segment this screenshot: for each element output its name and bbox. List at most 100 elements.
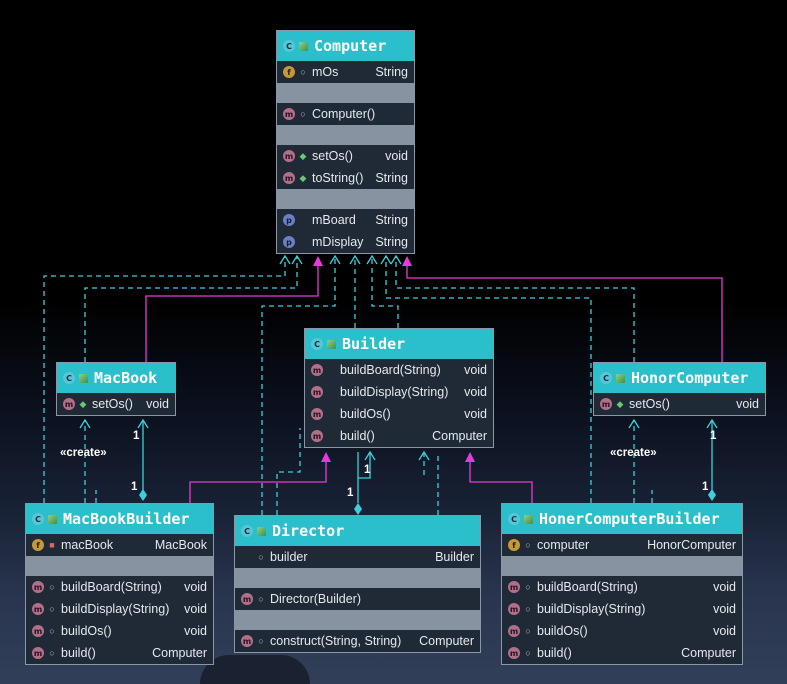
- member-type: void: [385, 149, 408, 163]
- member-row[interactable]: m○Director(Builder): [235, 588, 480, 610]
- member-row[interactable]: m◆toString()String: [277, 167, 414, 189]
- association-edge: [357, 452, 371, 503]
- package-visibility-icon: ○: [525, 648, 531, 658]
- leaf-icon: [257, 526, 266, 536]
- package-visibility-icon: ○: [49, 648, 55, 658]
- member-type: String: [375, 171, 408, 185]
- class-header: C Computer: [277, 31, 414, 61]
- public-icon: ◆: [299, 172, 307, 183]
- open-arrow-icon: [279, 254, 291, 265]
- class-icon: C: [32, 513, 44, 525]
- member-row[interactable]: m○buildDisplay(String)void: [26, 598, 213, 620]
- background-hill: [200, 655, 310, 684]
- member-name: buildDisplay(String): [537, 602, 646, 616]
- multiplicity-builder-top: 1: [364, 464, 371, 476]
- member-row[interactable]: m○buildDisplay(String)void: [502, 598, 742, 620]
- member-type: void: [713, 580, 736, 594]
- methods-section: m◆setOs()void: [594, 393, 765, 415]
- member-type: String: [375, 235, 408, 249]
- member-type: Computer: [432, 429, 487, 443]
- method-icon: m: [63, 398, 75, 410]
- member-name: buildOs(): [537, 624, 588, 638]
- methods-section: m○buildBoard(String)void m ○ buildDisplay(S…: [502, 576, 742, 664]
- member-row[interactable]: m◆setOs()void: [57, 393, 175, 415]
- section-gap: [235, 610, 480, 630]
- method-icon: m: [508, 625, 520, 637]
- dependency-edge: [84, 256, 298, 362]
- member-row[interactable]: m○buildBoard(String)void: [26, 576, 213, 598]
- method-icon: m: [311, 430, 323, 442]
- multiplicity-builder-bottom: 1: [347, 487, 354, 499]
- member-row[interactable]: m◆setOs()void: [594, 393, 765, 415]
- open-arrow-icon: [329, 254, 341, 265]
- property-icon: p: [283, 214, 295, 226]
- member-name: mOs: [312, 65, 339, 79]
- member-row[interactable]: m○build()Computer: [26, 642, 213, 664]
- class-name: HonerComputerBuilder: [539, 510, 720, 528]
- private-lock-icon: ■: [49, 540, 55, 550]
- member-name: builder: [270, 550, 308, 564]
- package-visibility-icon: ○: [49, 582, 55, 592]
- section-gap: [502, 556, 742, 576]
- section-gap: [277, 125, 414, 145]
- method-icon: m: [311, 386, 323, 398]
- member-name: macBook: [61, 538, 114, 552]
- member-type: String: [375, 65, 408, 79]
- member-type: void: [184, 624, 207, 638]
- member-name: mDisplay: [312, 235, 364, 249]
- member-type: Builder: [435, 550, 474, 564]
- member-row[interactable]: m◆setOs()void: [277, 145, 414, 167]
- member-row[interactable]: m○buildBoard(String)void: [502, 576, 742, 598]
- constructors-section: m○Computer(): [277, 103, 414, 125]
- member-name: build(): [537, 646, 572, 660]
- member-row[interactable]: m○construct(String, String)Computer: [235, 630, 480, 652]
- member-type: void: [146, 397, 169, 411]
- class-macbook[interactable]: C MacBook m◆setOs()void: [56, 362, 176, 416]
- member-type: void: [713, 602, 736, 616]
- methods-section: m◆setOs()void: [57, 393, 175, 415]
- method-icon: m: [508, 603, 520, 615]
- class-director[interactable]: C Director ○ builder Builder m○Director(Bu…: [234, 515, 481, 653]
- member-name: setOs(): [92, 397, 133, 411]
- package-visibility-icon: ○: [49, 604, 55, 614]
- inheritance-edge: [406, 264, 723, 362]
- inheritance-arrow-icon: [465, 452, 475, 462]
- aggregation-diamond-icon: [139, 489, 147, 501]
- class-name: HonorComputer: [631, 369, 749, 387]
- member-row[interactable]: m○build()Computer: [502, 642, 742, 664]
- member-type: MacBook: [154, 538, 207, 552]
- package-visibility-icon: ○: [525, 626, 531, 636]
- dependency-edge: [276, 428, 301, 515]
- multiplicity-honor-top: 1: [710, 430, 717, 442]
- member-type: void: [713, 624, 736, 638]
- class-name: Director: [272, 522, 345, 540]
- leaf-icon: [327, 339, 336, 349]
- member-row[interactable]: m○Computer(): [277, 103, 414, 125]
- class-icon: C: [283, 40, 295, 52]
- create-stereotype-left: «create»: [60, 447, 107, 459]
- class-header: C Director: [235, 516, 480, 546]
- method-icon: m: [241, 635, 253, 647]
- member-row[interactable]: m ○ buildOs() void: [502, 620, 742, 642]
- member-row[interactable]: m○buildOs()void: [26, 620, 213, 642]
- class-honorcomputer[interactable]: C HonorComputer m◆setOs()void: [593, 362, 766, 416]
- method-icon: m: [32, 581, 44, 593]
- package-visibility-icon: ○: [258, 636, 264, 646]
- field-icon: f: [508, 539, 520, 551]
